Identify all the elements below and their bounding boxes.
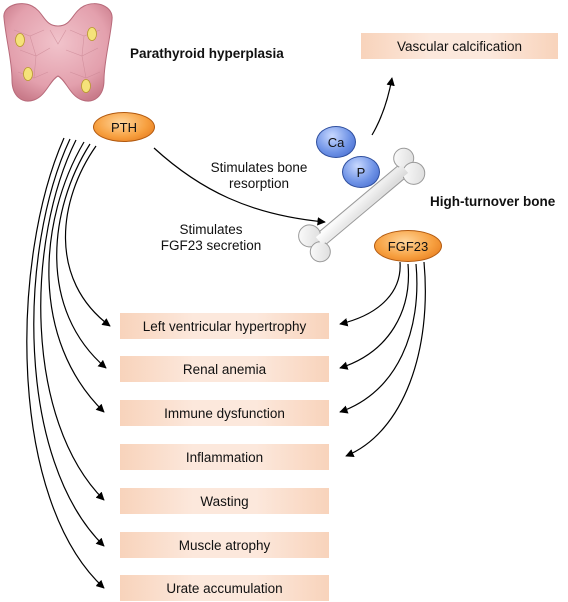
pth-node: PTH bbox=[93, 112, 155, 142]
arrow-pth-to-bone bbox=[153, 147, 326, 226]
effect-box-wasting: Wasting bbox=[120, 488, 329, 514]
effect-box-muscle-atrophy: Muscle atrophy bbox=[120, 532, 329, 558]
effect-box-renal-anemia: Renal anemia bbox=[120, 356, 329, 382]
arrow-minerals-to-calcification bbox=[371, 77, 395, 136]
effect-box-inflammation: Inflammation bbox=[120, 444, 329, 470]
vascular-calcification-box: Vascular calcification bbox=[361, 33, 558, 59]
high-turnover-bone-title: High-turnover bone bbox=[430, 194, 556, 209]
parathyroid-gland-illustration bbox=[3, 3, 113, 102]
stimulates-bone-line2: resorption bbox=[228, 176, 290, 191]
fgf23-node: FGF23 bbox=[374, 230, 442, 262]
stimulates-bone-line1: Stimulates bone bbox=[210, 160, 308, 175]
effect-box-immune-dysfunction: Immune dysfunction bbox=[120, 400, 329, 426]
bone-illustration bbox=[298, 147, 426, 263]
pth-effect-arrows bbox=[26, 137, 111, 589]
stimulates-fgf23-line2: FGF23 secretion bbox=[160, 238, 262, 253]
effect-box-left-ventricular-hypertrophy: Left ventricular hypertrophy bbox=[120, 313, 329, 339]
fgf23-effect-arrows bbox=[339, 261, 426, 457]
phosphate-node: P bbox=[342, 156, 380, 188]
stimulates-bone-resorption-label: Stimulates bone resorption bbox=[196, 160, 322, 192]
calcium-node: Ca bbox=[316, 126, 356, 158]
effect-box-urate-accumulation: Urate accumulation bbox=[120, 575, 329, 601]
stimulates-fgf23-line1: Stimulates bbox=[179, 222, 243, 237]
parathyroid-hyperplasia-title: Parathyroid hyperplasia bbox=[130, 46, 284, 61]
stimulates-fgf23-label: Stimulates FGF23 secretion bbox=[148, 222, 274, 254]
